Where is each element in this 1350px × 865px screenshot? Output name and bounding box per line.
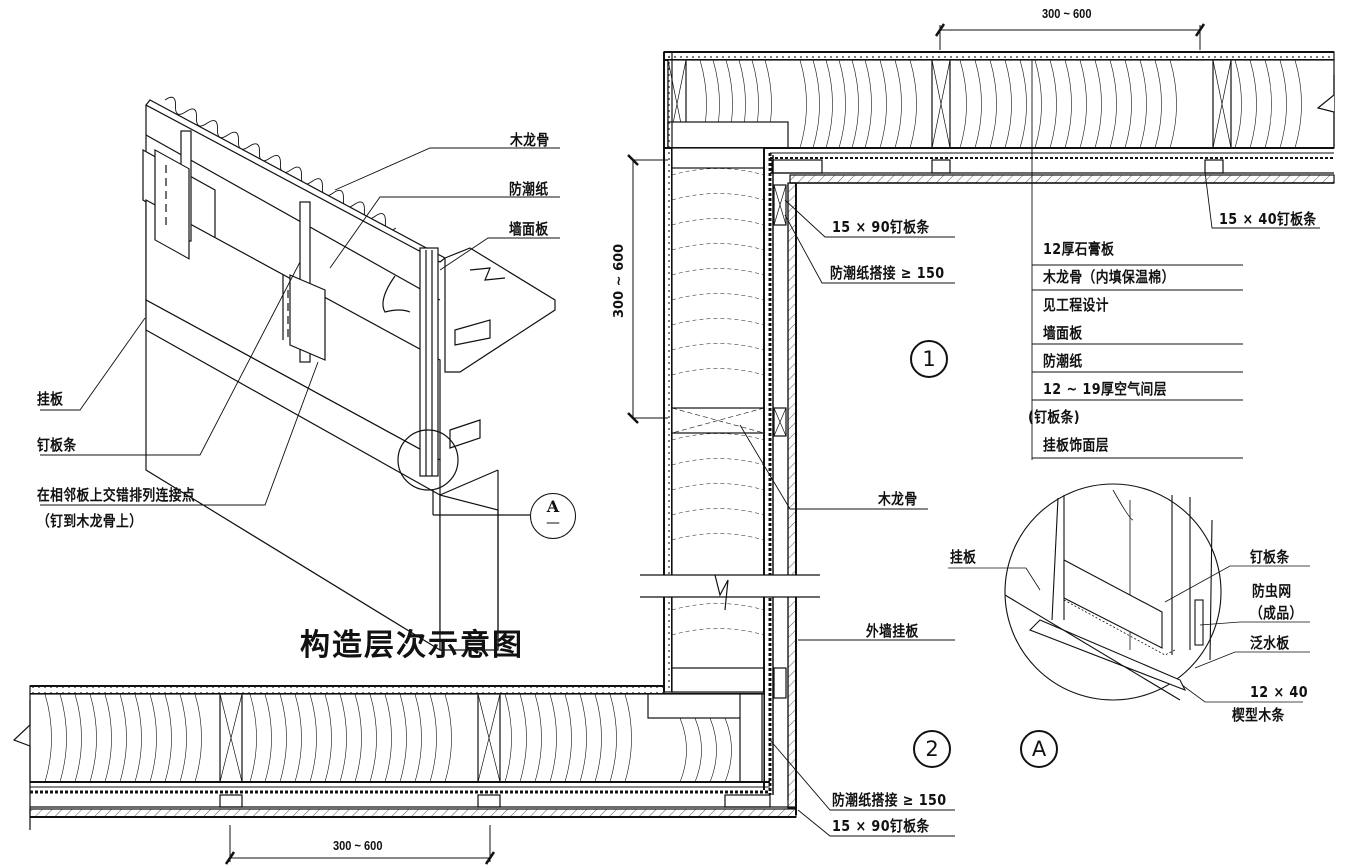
- legend-item-furring: (钉板条): [1028, 408, 1081, 426]
- plan-section: [12, 23, 1335, 865]
- label-furring-15x90-bottom: 15 × 90钉板条: [832, 817, 930, 835]
- detail-a-callout-circle: [397, 429, 459, 491]
- bottom-wall-insulation: [29, 693, 765, 783]
- tag-two: 2: [913, 730, 951, 768]
- break-line-vertical: [714, 574, 729, 611]
- detail-label-flashing: 泛水板: [1250, 634, 1290, 652]
- label-staggered-note-sub: （钉到木龙骨上）: [37, 512, 143, 530]
- top-wall-insulation-pattern: [699, 59, 1302, 149]
- top-corner-block: [667, 121, 789, 149]
- legend-item-gypsum: 12厚石膏板: [1043, 240, 1115, 258]
- detail-label-wedge: 楔型木条: [1232, 706, 1285, 724]
- left-stud-3: [671, 667, 765, 693]
- legend-item-moisture: 防潮纸: [1043, 352, 1083, 370]
- legend-item-stud: 木龙骨（内填保温棉）: [1043, 268, 1175, 286]
- top-furring-3: [1204, 159, 1224, 174]
- leader-lines: [40, 147, 560, 506]
- section-marker-sub: —: [546, 515, 560, 531]
- left-furring-3: [773, 667, 787, 699]
- patch-panel-1: [154, 148, 190, 260]
- tag-detail-a: A: [1020, 730, 1058, 768]
- label-furring-strip: 钉板条: [37, 436, 77, 454]
- label-furring-15x40: 15 × 40钉板条: [1219, 210, 1317, 228]
- tag-one: 1: [910, 340, 948, 378]
- bottom-wall-outer-board: [29, 685, 665, 695]
- dim-bottom: 300 ~ 600: [333, 838, 383, 853]
- label-siding: 挂板: [37, 390, 64, 408]
- isometric-wall-assembly: [40, 96, 560, 652]
- dim-left: 300 ~ 600: [612, 243, 627, 318]
- top-siding: [789, 174, 1335, 184]
- drawing-title: 构造层次示意图: [300, 628, 524, 663]
- detail-furring-strip: [1063, 559, 1163, 649]
- legend-item-airgap: 12 ~ 19厚空气间层: [1043, 380, 1167, 398]
- top-wall-outer-board: [663, 51, 1335, 61]
- top-furring-1: [771, 159, 823, 174]
- legend-item-sheathing: 墙面板: [1043, 324, 1083, 342]
- label-furring-15x90-top: 15 × 90钉板条: [832, 218, 930, 236]
- section-marker-letter: A: [546, 497, 560, 516]
- detail-label-siding: 挂板: [950, 548, 977, 566]
- floor-plate: [444, 247, 556, 373]
- break-gap: [640, 575, 830, 597]
- legend-item-siding: 挂板饰面层: [1043, 436, 1109, 454]
- bottom-stud-3: [739, 693, 763, 783]
- bottom-corner-block: [647, 693, 749, 719]
- left-siding: [787, 182, 797, 809]
- bottom-furring-1: [219, 794, 243, 808]
- plan-leader-lines: [739, 60, 1320, 837]
- label-stud: 木龙骨: [510, 131, 550, 149]
- moisture-paper-curl: [382, 275, 411, 313]
- label-lap-bottom: 防潮纸搭接 ≥ 150: [832, 791, 947, 809]
- break-line-top-right: [1316, 75, 1335, 148]
- bottom-siding: [29, 808, 797, 818]
- label-sheathing: 墙面板: [509, 220, 549, 238]
- label-plan-stud: 木龙骨: [878, 490, 918, 508]
- break-line-bottom-left: [12, 700, 31, 830]
- detail-label-wedge-size: 12 × 40: [1250, 683, 1309, 701]
- section-marker-a[interactable]: A —: [530, 493, 576, 539]
- top-furring-2: [931, 159, 951, 174]
- detail-a-view: [948, 483, 1310, 703]
- label-exterior-siding: 外墙挂板: [866, 622, 919, 640]
- detail-flashing: [1029, 619, 1187, 692]
- insulation-top-squiggle: [164, 96, 397, 232]
- label-lap-top: 防潮纸搭接 ≥ 150: [830, 264, 945, 282]
- dim-top: 300 ~ 600: [1042, 6, 1092, 21]
- detail-label-insect-mesh: 防虫网: [1252, 582, 1292, 600]
- dimension-lines: [224, 23, 1206, 865]
- left-stud-1: [671, 147, 765, 169]
- label-staggered-note: 在相邻板上交错排列连接点: [37, 486, 196, 504]
- bottom-wall-insulation-pattern: [44, 693, 732, 783]
- detail-label-furring: 钉板条: [1250, 548, 1290, 566]
- label-moisture-paper: 防潮纸: [509, 180, 549, 198]
- legend-item-design: 见工程设计: [1043, 296, 1109, 314]
- bottom-furring-2: [477, 794, 501, 808]
- bottom-furring-3: [724, 794, 771, 808]
- corner-stud: [419, 247, 439, 477]
- detail-label-insect-mesh-sub: （成品）: [1250, 604, 1303, 622]
